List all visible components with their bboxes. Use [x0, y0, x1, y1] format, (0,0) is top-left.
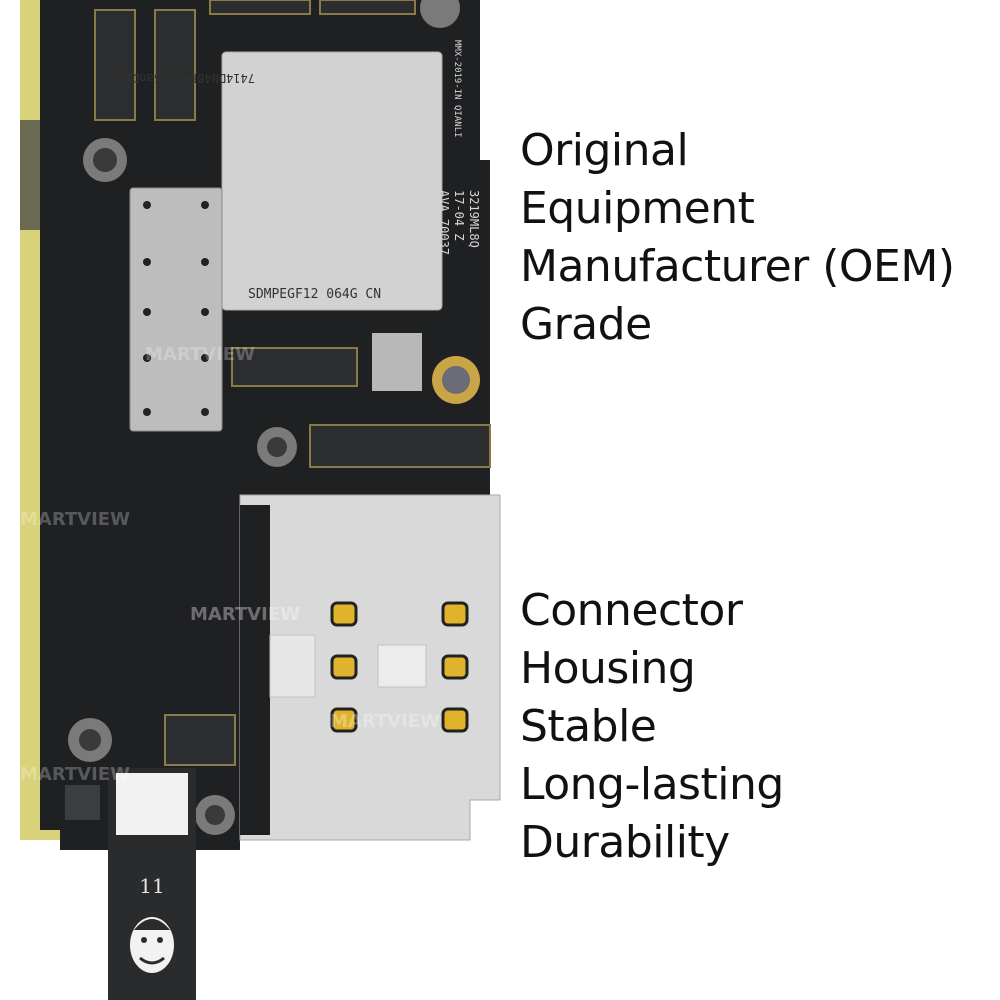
watermark: MARTVIEW: [20, 764, 130, 785]
shield-hole: [143, 408, 151, 416]
oem-line-1: Original: [520, 125, 689, 176]
shield-hole: [143, 354, 151, 362]
top-connector-1: [209, 0, 311, 15]
screw: [420, 0, 460, 28]
connector-line-2: Housing: [520, 643, 696, 694]
watermark: MARTVIEW: [330, 711, 440, 732]
connector-feature-heading: Connector Housing Stable Long-lasting Du…: [520, 582, 784, 872]
side-connector-right: [154, 9, 196, 121]
small-chip: [372, 333, 422, 391]
nand-chip: [221, 51, 443, 311]
connector-line-1: Connector: [520, 585, 743, 636]
side-connector-left: [94, 9, 136, 121]
flex-cable-label: [116, 773, 188, 835]
watermark: MARTVIEW: [20, 509, 130, 530]
screw-hole: [267, 437, 287, 457]
side-print-2: AVA 70037: [437, 190, 451, 255]
side-print-4: 3219ML8Q: [467, 190, 481, 248]
small-component: [65, 785, 100, 820]
screw-hole: [93, 148, 117, 172]
side-print-1: MMX-2019-IN QIANLI: [452, 40, 462, 138]
screw-hole: [205, 805, 225, 825]
watermark: MARTVIEW: [145, 344, 255, 365]
shield-hole: [201, 258, 209, 266]
oem-grade-heading: Original Equipment Manufacturer (OEM) Gr…: [520, 122, 955, 354]
shield-hole: [201, 308, 209, 316]
connector-line-3: Stable: [520, 701, 657, 752]
gold-ring-center: [442, 366, 470, 394]
board-connector-2: [309, 424, 491, 468]
chip-text-bottom: SDMPEGF12 064G CN: [248, 287, 381, 302]
brand-face-icon: [130, 917, 174, 973]
side-print-3: 17-04 Z: [452, 190, 466, 241]
shield-hole: [143, 201, 151, 209]
oem-line-2: Equipment: [520, 183, 755, 234]
sim-pad: [441, 654, 469, 680]
sim-recess: [377, 644, 427, 688]
sim-pad: [330, 707, 358, 733]
oem-line-4: Grade: [520, 299, 652, 350]
oem-line-3: Manufacturer (OEM): [520, 241, 955, 292]
metal-shield-plate: [129, 187, 223, 432]
connector-line-4: Long-lasting: [520, 759, 784, 810]
sim-pad: [330, 601, 358, 627]
board-connector-3: [164, 714, 236, 766]
screw-hole: [79, 729, 101, 751]
shield-hole: [143, 308, 151, 316]
shield-hole: [201, 408, 209, 416]
sim-pad: [441, 707, 469, 733]
sim-pad: [441, 601, 469, 627]
connector-line-5: Durability: [520, 817, 730, 868]
cable-number: 11: [139, 874, 164, 898]
board-connector-1: [231, 347, 358, 387]
shield-hole: [201, 354, 209, 362]
shield-hole: [201, 201, 209, 209]
chip-text-top: 7414DN40FH A SanDisk: [110, 71, 255, 85]
top-connector-2: [319, 0, 416, 15]
watermark: MARTVIEW: [190, 604, 300, 625]
shield-hole: [143, 258, 151, 266]
sim-recess: [269, 634, 316, 698]
sim-shield: [239, 494, 501, 841]
sim-shield-clip: [240, 505, 270, 835]
sim-pad: [330, 654, 358, 680]
